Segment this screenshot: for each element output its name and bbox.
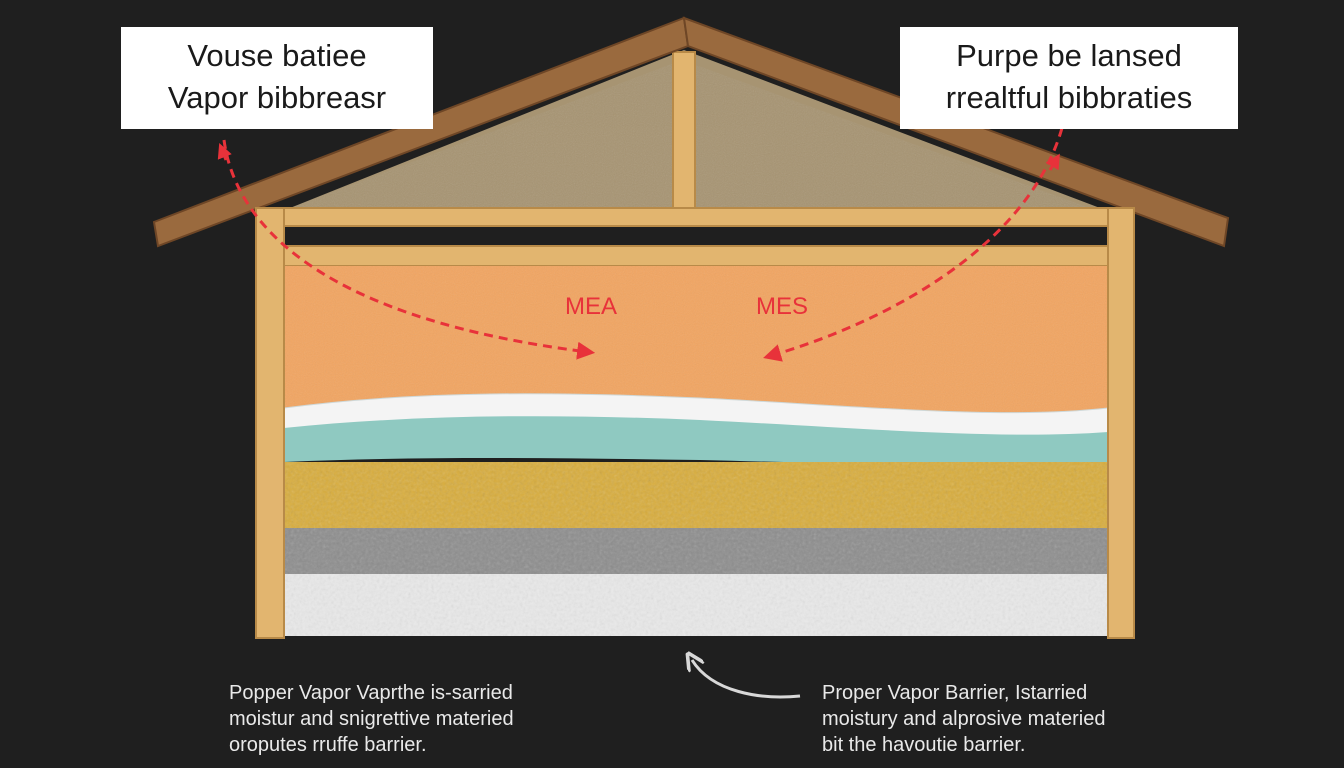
label-top-left-line2: Vapor bibbreasr [167, 80, 387, 115]
moisture-arrow-right-tail [1045, 153, 1060, 171]
label-box-top-left: Vouse batiee Vapor bibbreasr [121, 27, 433, 129]
roof-rafter-right [682, 16, 1230, 248]
layer-white-texture [284, 574, 1108, 636]
wall-stud-left [255, 207, 285, 639]
caption-right-line3: bit the havoutie barrier. [822, 734, 1026, 756]
label-top-right-line2: rrealtful bibbraties [945, 80, 1193, 115]
ceiling-beam-upper [257, 207, 1135, 227]
label-top-right-line1: Purpe be lansed [956, 38, 1182, 73]
vapor-barrier-teal [284, 416, 1108, 466]
caption-left: Popper Vapor Vaprthe is-sarried moistur … [229, 680, 559, 758]
caption-right-line1: Proper Vapor Barrier, Istarried [822, 682, 1088, 704]
label-box-top-right: Purpe be lansed rrealtful bibbraties [900, 27, 1238, 129]
marker-right: MES [756, 293, 808, 320]
layer-gray-texture [284, 528, 1108, 574]
marker-left: MEA [565, 293, 617, 320]
pointer-arrow [692, 660, 801, 699]
moisture-arrow-left-tail [217, 143, 232, 161]
label-top-left-line1: Vouse batiee [187, 38, 367, 73]
moisture-arrow-right [763, 127, 1064, 362]
attic-king-post [672, 51, 696, 211]
ceiling-beam-lower [257, 245, 1135, 267]
wall-stud-right [1107, 207, 1135, 639]
caption-right-line2: moistury and alprosive materied [822, 708, 1106, 730]
layer-yellow-texture [284, 462, 1108, 528]
moisture-arrow-left [222, 139, 596, 360]
caption-left-line1: Popper Vapor Vaprthe is-sarried [229, 682, 513, 704]
caption-left-line3: oroputes rruffe barrier. [229, 734, 427, 756]
caption-left-line2: moistur and snigrettive materied [229, 708, 514, 730]
caption-right: Proper Vapor Barrier, Istarried moistury… [822, 680, 1152, 758]
